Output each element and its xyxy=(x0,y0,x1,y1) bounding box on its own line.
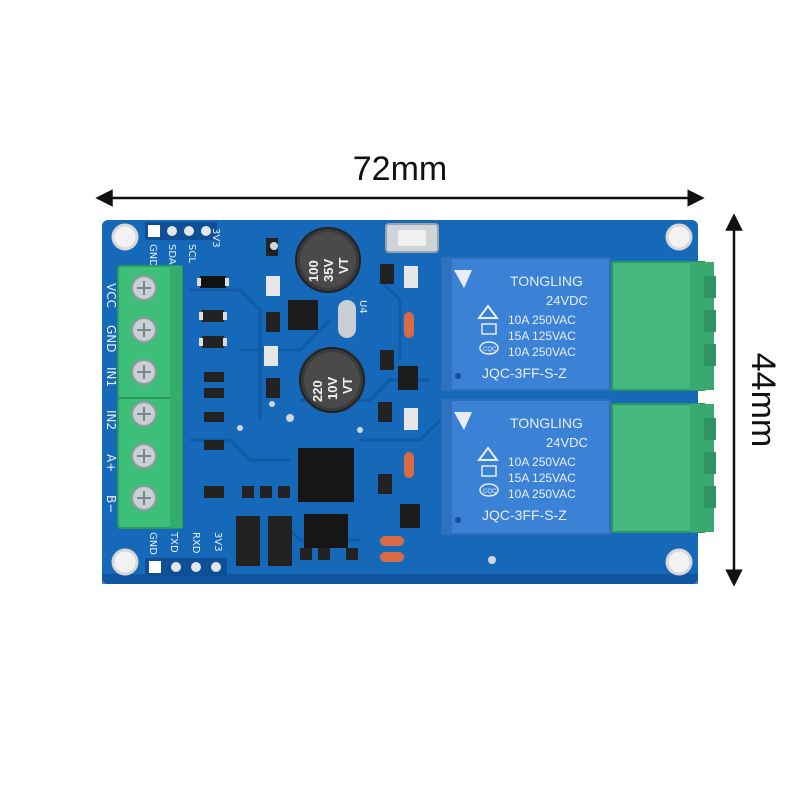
relay-1-body xyxy=(441,257,611,391)
pin-label-bottom-1: GND xyxy=(147,532,158,555)
top-header-pins xyxy=(145,222,217,240)
pin-label-bottom-3: RXD xyxy=(190,532,201,554)
capacitor-1 xyxy=(295,227,361,293)
height-dimension-label: 44mm xyxy=(744,353,782,447)
mounting-holes xyxy=(111,223,693,576)
relay-2-coil: 24VDC xyxy=(546,435,588,450)
pin-label-top-2: SDA xyxy=(166,244,177,265)
capacitor-2-value: 220 xyxy=(310,380,325,402)
bottom-header-pins xyxy=(145,558,227,576)
relay-2-mark: CQC xyxy=(483,489,497,495)
relay-1-mark: CQC xyxy=(483,347,497,353)
relay-2-rating-2: 15A 125VAC xyxy=(508,471,576,485)
width-dimension-label: 72mm xyxy=(353,150,447,188)
relay-1-rating-2: 15A 125VAC xyxy=(508,329,576,343)
capacitor-2-code: VT xyxy=(340,377,355,394)
terminal-label-gnd: GND xyxy=(104,325,118,353)
capacitor-1-voltage: 35V xyxy=(321,259,336,282)
relay-1-coil: 24VDC xyxy=(546,293,588,308)
relay-2-rating-1: 10A 250VAC xyxy=(508,455,576,469)
capacitor-2-voltage: 10V xyxy=(325,377,340,400)
pin-label-bottom-2: TXD xyxy=(168,531,179,553)
terminal-screws xyxy=(131,275,157,511)
relay-2-output-terminal xyxy=(611,403,716,533)
relay-1-model: JQC-3FF-S-Z xyxy=(482,365,567,381)
relay-1-rating-3: 10A 250VAC xyxy=(508,345,576,359)
pin-label-top-3: SCL xyxy=(186,244,197,263)
capacitor-2 xyxy=(299,347,365,413)
relay-1-output-terminal xyxy=(611,261,716,391)
terminal-label-b-minus: B− xyxy=(104,495,118,513)
relay-2-body xyxy=(441,399,611,535)
terminal-label-in1: IN1 xyxy=(104,367,118,387)
pin-label-top-4: 3V3 xyxy=(210,228,221,248)
terminal-label-a-plus: A+ xyxy=(104,454,118,472)
relay-1-brand: TONGLING xyxy=(510,273,583,289)
terminal-label-in2: IN2 xyxy=(104,410,118,430)
pcb-vias xyxy=(237,242,496,564)
capacitor-1-code: VT xyxy=(336,257,351,274)
push-button xyxy=(385,223,439,253)
component-label-u4: U4 xyxy=(357,300,368,314)
ic-chips xyxy=(298,448,354,548)
pin-label-bottom-4: 3V3 xyxy=(212,532,223,552)
smd-components xyxy=(197,238,420,566)
oscillator xyxy=(338,300,356,338)
capacitor-1-value: 100 xyxy=(306,260,321,282)
relay-2-brand: TONGLING xyxy=(510,415,583,431)
relay-2-model: JQC-3FF-S-Z xyxy=(482,507,567,523)
terminal-label-vcc: VCC xyxy=(104,283,118,308)
pin-label-top-1: GND xyxy=(147,244,158,267)
relay-2-rating-3: 10A 250VAC xyxy=(508,487,576,501)
relay-1-rating-1: 10A 250VAC xyxy=(508,313,576,327)
